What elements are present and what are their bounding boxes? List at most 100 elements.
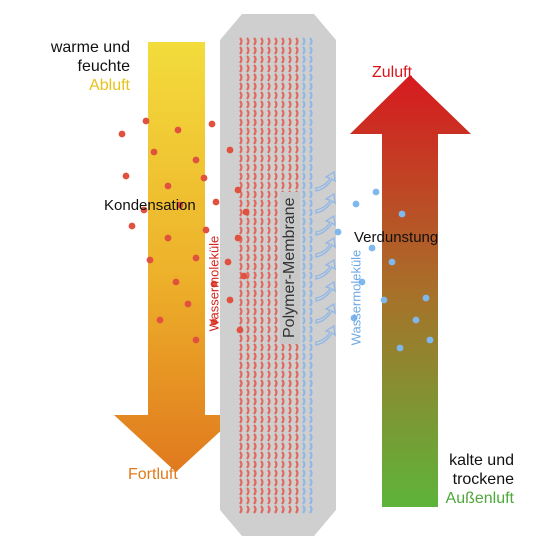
channel-stroke: [274, 262, 278, 271]
channel-stroke: [253, 406, 257, 415]
red-molecule: [172, 278, 180, 286]
channel-stroke: [260, 406, 264, 415]
channel-stroke: [239, 82, 243, 91]
channel-stroke: [246, 442, 250, 451]
channel-stroke: [281, 505, 285, 514]
red-molecule: [142, 117, 150, 125]
channel-stroke: [274, 190, 278, 199]
channel-stroke: [260, 352, 264, 361]
channel-stroke: [260, 415, 264, 424]
blue-molecule: [380, 296, 388, 304]
channel-stroke: [274, 370, 278, 379]
channel-stroke: [267, 415, 271, 424]
channel-stroke: [253, 442, 257, 451]
channel-stroke: [302, 244, 306, 253]
channel-stroke: [246, 127, 250, 136]
channel-stroke: [274, 307, 278, 316]
channel-stroke: [274, 487, 278, 496]
channel-stroke: [260, 451, 264, 460]
channel-stroke: [274, 496, 278, 505]
channel-stroke: [281, 478, 285, 487]
channel-stroke: [302, 496, 306, 505]
channel-stroke: [295, 388, 299, 397]
channel-stroke: [281, 352, 285, 361]
channel-stroke: [246, 163, 250, 172]
channel-stroke: [246, 109, 250, 118]
channel-stroke: [253, 496, 257, 505]
channel-stroke: [253, 460, 257, 469]
red-molecule: [192, 156, 200, 164]
channel-stroke: [239, 64, 243, 73]
channel-stroke: [246, 262, 250, 271]
channel-stroke: [260, 181, 264, 190]
channel-stroke: [246, 64, 250, 73]
channel-stroke: [267, 460, 271, 469]
channel-stroke: [253, 127, 257, 136]
channel-stroke: [246, 289, 250, 298]
channel-stroke: [267, 64, 271, 73]
channel-stroke: [302, 73, 306, 82]
channel-stroke: [302, 298, 306, 307]
channel-stroke: [267, 244, 271, 253]
channel-stroke: [309, 424, 313, 433]
channel-stroke: [274, 181, 278, 190]
transfer-arrow: [315, 258, 336, 280]
channel-stroke: [239, 352, 243, 361]
channel-stroke: [267, 208, 271, 217]
channel-stroke: [281, 397, 285, 406]
exhaust-line3: Abluft: [89, 77, 130, 94]
channel-stroke: [302, 397, 306, 406]
channel-stroke: [239, 127, 243, 136]
channel-stroke: [260, 379, 264, 388]
channel-stroke: [267, 451, 271, 460]
channel-stroke: [309, 442, 313, 451]
blue-molecule: [368, 244, 376, 252]
channel-stroke: [281, 424, 285, 433]
channel-stroke: [295, 451, 299, 460]
channel-stroke: [295, 154, 299, 163]
channel-stroke: [253, 190, 257, 199]
red-molecule: [200, 174, 208, 182]
channel-stroke: [239, 199, 243, 208]
channel-stroke: [281, 343, 285, 352]
channel-stroke: [309, 487, 313, 496]
red-molecule: [156, 316, 164, 324]
channel-stroke: [309, 64, 313, 73]
channel-stroke: [295, 460, 299, 469]
channel-stroke: [309, 334, 313, 343]
channel-stroke: [274, 298, 278, 307]
channel-stroke: [246, 73, 250, 82]
channel-stroke: [302, 46, 306, 55]
blue-water-molecules: [334, 188, 434, 352]
channel-stroke: [260, 46, 264, 55]
channel-stroke: [253, 271, 257, 280]
channel-stroke: [246, 190, 250, 199]
channel-stroke: [274, 316, 278, 325]
channel-stroke: [239, 145, 243, 154]
channel-stroke: [295, 496, 299, 505]
channel-stroke: [288, 46, 292, 55]
red-molecule: [118, 130, 126, 138]
channel-stroke: [288, 181, 292, 190]
channel-stroke: [288, 82, 292, 91]
channel-stroke: [274, 505, 278, 514]
channel-stroke: [267, 136, 271, 145]
channel-stroke: [309, 100, 313, 109]
channel-stroke: [295, 82, 299, 91]
channel-stroke: [302, 271, 306, 280]
channel-stroke: [253, 397, 257, 406]
channel-stroke: [302, 487, 306, 496]
channel-stroke: [260, 163, 264, 172]
channel-stroke: [274, 73, 278, 82]
outdoor-air-label: kalte und trockene Außenluft: [398, 451, 514, 508]
channel-stroke: [309, 415, 313, 424]
channel-stroke: [260, 226, 264, 235]
channel-stroke: [302, 136, 306, 145]
channel-stroke: [260, 118, 264, 127]
channel-stroke: [295, 37, 299, 46]
channel-stroke: [295, 145, 299, 154]
channel-stroke: [267, 307, 271, 316]
channel-stroke: [274, 424, 278, 433]
channel-stroke: [302, 199, 306, 208]
channel-stroke: [239, 379, 243, 388]
